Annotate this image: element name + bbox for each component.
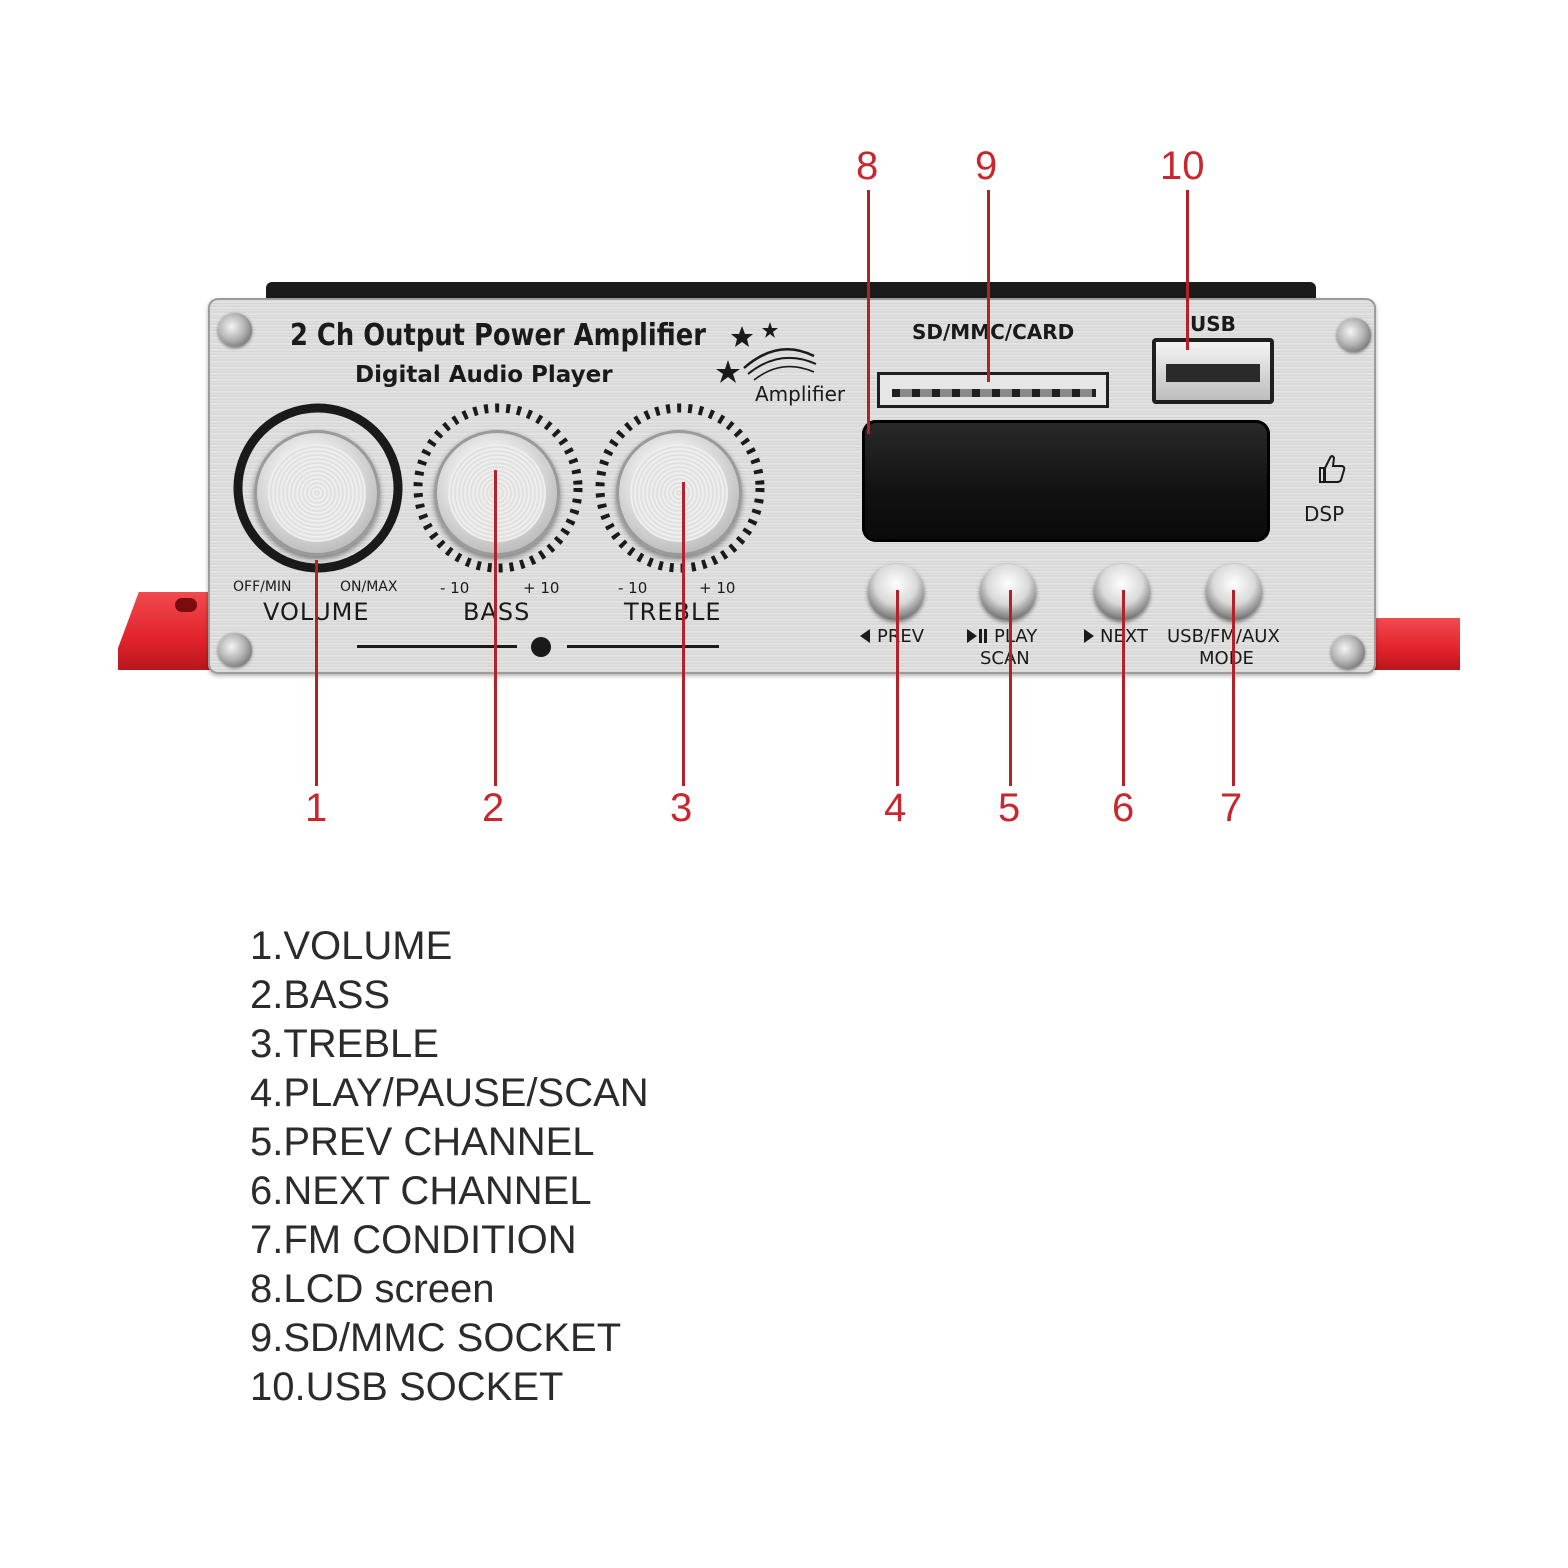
usb-port-tongue — [1166, 364, 1260, 382]
pointer-line-3 — [682, 482, 685, 786]
legend-list: 1.VOLUME 2.BASS 3.TREBLE 4.PLAY/PAUSE/SC… — [250, 922, 649, 1412]
play-pause-icon — [967, 629, 987, 643]
pointer-line-9 — [987, 190, 990, 382]
mode-source-label: USB/FM/AUX — [1167, 626, 1280, 647]
treble-min-label: - 10 — [618, 579, 648, 597]
mount-slot-left — [175, 598, 197, 612]
play-button-label: PLAY — [994, 626, 1038, 647]
pointer-line-1 — [315, 560, 318, 786]
sd-card-label: SD/MMC/CARD — [912, 320, 1075, 344]
panel-subtitle: Digital Audio Player — [355, 362, 613, 388]
bass-dial-marks — [413, 403, 583, 573]
pointer-line-4 — [896, 590, 899, 786]
mount-bracket-left — [118, 592, 222, 670]
pointer-number-4: 4 — [884, 786, 907, 830]
usb-label: USB — [1190, 312, 1236, 336]
panel-divider — [567, 645, 719, 648]
treble-max-label: + 10 — [699, 579, 736, 597]
legend-item: 2.BASS — [250, 973, 391, 1017]
legend-item: 9.SD/MMC SOCKET — [250, 1316, 622, 1360]
pointer-number-10: 10 — [1160, 144, 1205, 188]
pointer-number-8: 8 — [856, 144, 879, 188]
legend-item: 10.USB SOCKET — [250, 1365, 564, 1409]
pointer-number-2: 2 — [482, 786, 505, 830]
sd-card-slot[interactable] — [877, 372, 1109, 408]
usb-socket[interactable] — [1152, 338, 1274, 404]
panel-title: 2 Ch Output Power Amplifier — [290, 318, 707, 353]
screw-icon — [218, 313, 252, 347]
treble-label: TREBLE — [624, 598, 722, 626]
knob-face — [448, 444, 546, 542]
pointer-line-2 — [494, 470, 497, 786]
pointer-line-7 — [1232, 590, 1235, 786]
amplifier-photo: 2 Ch Output Power Amplifier Digital Audi… — [118, 144, 1460, 830]
pointer-number-5: 5 — [998, 786, 1021, 830]
prev-button-label: PREV — [877, 626, 925, 647]
screw-icon — [1337, 318, 1371, 352]
legend-item: 4.PLAY/PAUSE/SCAN — [250, 1071, 649, 1115]
next-triangle-icon — [1084, 629, 1094, 643]
panel-divider — [357, 645, 517, 648]
dsp-label: DSP — [1304, 502, 1345, 526]
power-led — [531, 637, 551, 657]
legend-item: 5.PREV CHANNEL — [250, 1120, 595, 1164]
legend-item: 1.VOLUME — [250, 924, 453, 968]
volume-knob[interactable] — [254, 430, 380, 556]
pointer-number-9: 9 — [975, 144, 998, 188]
bass-knob[interactable] — [434, 430, 560, 556]
bass-max-label: + 10 — [523, 579, 560, 597]
legend-item: 7.FM CONDITION — [250, 1218, 577, 1262]
mount-bracket-right — [1364, 618, 1460, 670]
knob-face — [630, 444, 728, 542]
pointer-number-7: 7 — [1220, 786, 1243, 830]
amplifier-logo-icon — [716, 322, 817, 383]
pointer-line-8 — [867, 190, 870, 434]
sd-slot-opening — [892, 389, 1096, 397]
legend-item: 3.TREBLE — [250, 1022, 439, 1066]
treble-knob[interactable] — [616, 430, 742, 556]
logo-text: Amplifier — [755, 382, 846, 406]
treble-dial-marks — [595, 403, 765, 573]
volume-min-label: OFF/MIN — [233, 579, 292, 595]
screw-icon — [1331, 635, 1365, 669]
volume-max-label: ON/MAX — [340, 579, 398, 595]
pointer-number-3: 3 — [670, 786, 693, 830]
pointer-line-10 — [1186, 190, 1189, 350]
pointer-line-5 — [1009, 590, 1012, 786]
pointer-line-6 — [1122, 590, 1125, 786]
volume-dial-marks — [233, 403, 403, 573]
scan-button-label: SCAN — [980, 648, 1030, 669]
legend-item: 8.LCD screen — [250, 1267, 495, 1311]
mode-button-label: MODE — [1199, 648, 1254, 669]
legend-item: 6.NEXT CHANNEL — [250, 1169, 592, 1213]
bass-min-label: - 10 — [440, 579, 470, 597]
screw-icon — [218, 633, 252, 667]
pointer-number-1: 1 — [305, 786, 328, 830]
play-scan-button[interactable] — [980, 564, 1036, 620]
prev-triangle-icon — [860, 629, 870, 643]
pointer-number-6: 6 — [1112, 786, 1135, 830]
lcd-screen — [862, 420, 1270, 542]
dsp-thumb-icon — [1296, 450, 1346, 485]
knob-face — [268, 444, 366, 542]
